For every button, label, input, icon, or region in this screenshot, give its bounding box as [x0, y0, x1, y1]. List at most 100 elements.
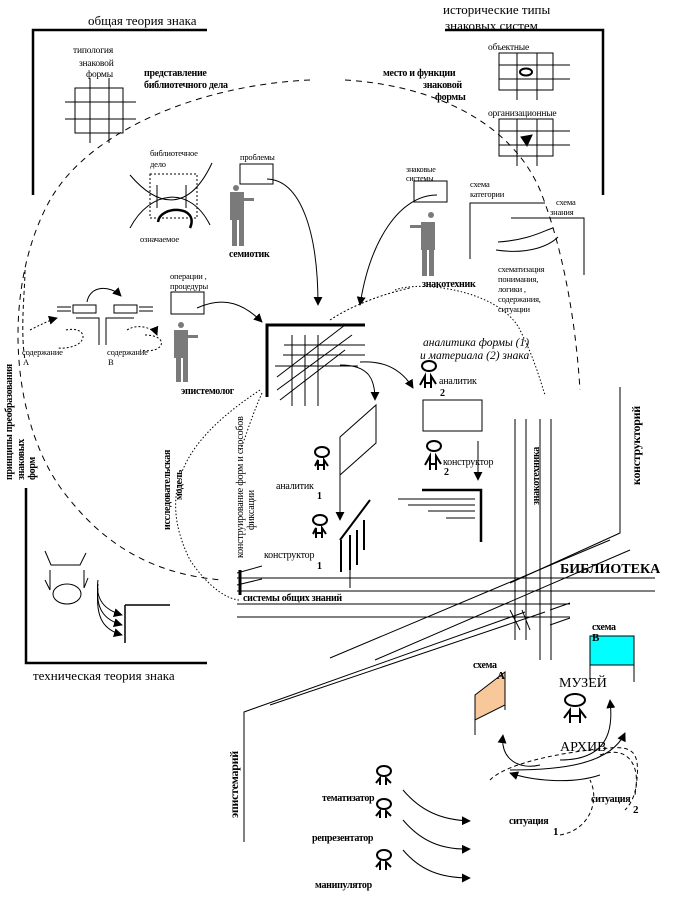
situation1-l1: ситуация	[509, 816, 549, 827]
research-model-l1: исследовательская	[162, 449, 173, 530]
scheme-b-l2: В	[592, 632, 600, 644]
construction-l2: фиксации	[246, 490, 257, 530]
principles-l3: форм	[27, 457, 38, 480]
problems-box	[239, 163, 274, 185]
knowledge-scheme-frame	[511, 217, 585, 275]
representer-label: репрезентатор	[312, 833, 374, 844]
sign-technics-label: знакотехника	[531, 447, 542, 505]
archive-arrows	[489, 699, 638, 836]
situation2-l2: 2	[633, 804, 639, 816]
library-representation-l2: библиотечного дела	[144, 80, 228, 91]
content-a-l2: А	[23, 357, 29, 367]
scheme-b-flag	[589, 635, 635, 666]
library-representation-l1: представление	[144, 68, 207, 79]
knowledge-scheme-l2: знания	[550, 207, 574, 217]
operations-arrow	[196, 301, 263, 323]
technical-symbol	[44, 550, 170, 643]
library-representation-boundary	[17, 79, 311, 581]
semiotician-figure	[230, 185, 254, 246]
operations-l2: процедуры	[170, 281, 208, 291]
analyst1-label: аналитик	[276, 481, 314, 492]
sign-systems-l1: знаковые	[406, 165, 436, 174]
sign-systems-box	[413, 180, 448, 203]
signified-label: означаемое	[140, 234, 179, 244]
sign-systems-l2: системы	[406, 174, 434, 183]
constructor2-form	[422, 488, 483, 542]
analyst2-number: 2	[440, 388, 445, 399]
historical-types-title-l1: исторические типы	[443, 2, 551, 17]
operations-box	[170, 291, 205, 315]
objective-label: объектные	[488, 43, 530, 53]
category-scheme-frame	[469, 202, 545, 259]
analytics-l2: и материала (2) знака	[420, 350, 530, 362]
analytics-l1: аналитика формы (1)	[423, 337, 530, 349]
central-frame	[265, 323, 365, 397]
operations-l1: операции ,	[170, 271, 207, 281]
typology-label-l1: типология	[73, 46, 113, 56]
problems-arrow	[266, 178, 323, 306]
historical-types-title-l2: знаковых систем	[445, 18, 538, 33]
construction-l1: конструирование форм и способов	[235, 416, 246, 558]
archive-label: АРХИВ	[560, 740, 607, 755]
typology-label-l2: знаковой	[79, 59, 114, 69]
technical-theory-frame	[24, 488, 207, 665]
analyst2-label: аналитик	[439, 376, 477, 387]
knowledge-scheme-l1: схема	[556, 197, 576, 207]
analyst1-form	[339, 403, 377, 477]
principles-l2: знаковых	[16, 439, 27, 480]
library-business-symbol	[129, 162, 213, 229]
museum-label: МУЗЕЙ	[559, 676, 607, 691]
technical-theory-title: техническая теория знака	[33, 668, 175, 683]
general-theory-frame	[31, 28, 207, 195]
objective-grid	[498, 52, 570, 100]
scheme-a-l1: схема	[473, 660, 497, 671]
organizational-label: организационные	[488, 109, 557, 119]
sign-systems-arrow	[356, 194, 438, 306]
constructor2-number: 2	[444, 467, 449, 478]
typology-label-l3: формы	[86, 70, 113, 80]
schematization-l1: схематизация	[498, 264, 545, 274]
historical-types-frame	[445, 28, 605, 195]
constructor1-form	[339, 499, 371, 572]
library-business-l1: библиотечное	[150, 148, 198, 158]
scheme-a-l2: А	[497, 670, 505, 682]
place-functions-l1: место и функции	[383, 68, 456, 79]
situation2-l1: ситуация	[591, 794, 631, 805]
thematizer-label: тематизатор	[322, 793, 375, 804]
manipulator-label: манипулятор	[315, 880, 372, 891]
constructor2-label: конструктор	[443, 457, 494, 468]
research-model-curve	[175, 389, 261, 601]
sign-technician-label: знакотехник	[422, 279, 476, 290]
situation1-l2: 1	[553, 826, 559, 838]
constructor1-label: конструктор	[264, 550, 315, 561]
epistemologist-figure	[174, 322, 198, 382]
central-grid	[275, 324, 365, 406]
library-business-l2: дело	[150, 159, 166, 169]
schematization-l3: логики ,	[498, 284, 526, 294]
sign-form-boundary	[344, 79, 581, 391]
principles-l1: принципы преобразования	[4, 364, 15, 480]
general-theory-title: общая теория знака	[88, 13, 197, 28]
category-scheme-l2: категории	[470, 189, 505, 199]
schematization-l5: ситуации	[498, 304, 530, 314]
epistemarium-frame	[243, 611, 526, 842]
common-knowledge-label: системы общих знаний	[243, 593, 342, 604]
epistemologist-label: эпистемолог	[181, 386, 235, 397]
analyst1-number: 1	[317, 491, 322, 502]
problems-label: проблемы	[240, 152, 275, 162]
schematization-l4: содержания,	[498, 294, 541, 304]
schematization-l2: понимания,	[498, 274, 539, 284]
content-b-l1: содержание	[107, 347, 148, 357]
sign-technician-figure	[410, 212, 435, 276]
category-scheme-l1: схема	[470, 179, 490, 189]
place-functions-l3: формы	[435, 92, 466, 103]
analyst2-box	[422, 399, 483, 432]
research-model-l2: модель	[174, 470, 185, 500]
stick-figures	[312, 360, 587, 870]
constructor1-number: 1	[317, 561, 322, 572]
epistemarium-label: эпистемарий	[227, 751, 241, 818]
library-label: БИБЛИОТЕКА	[560, 562, 661, 577]
organizational-grid	[498, 118, 570, 166]
typology-grid	[65, 78, 136, 143]
